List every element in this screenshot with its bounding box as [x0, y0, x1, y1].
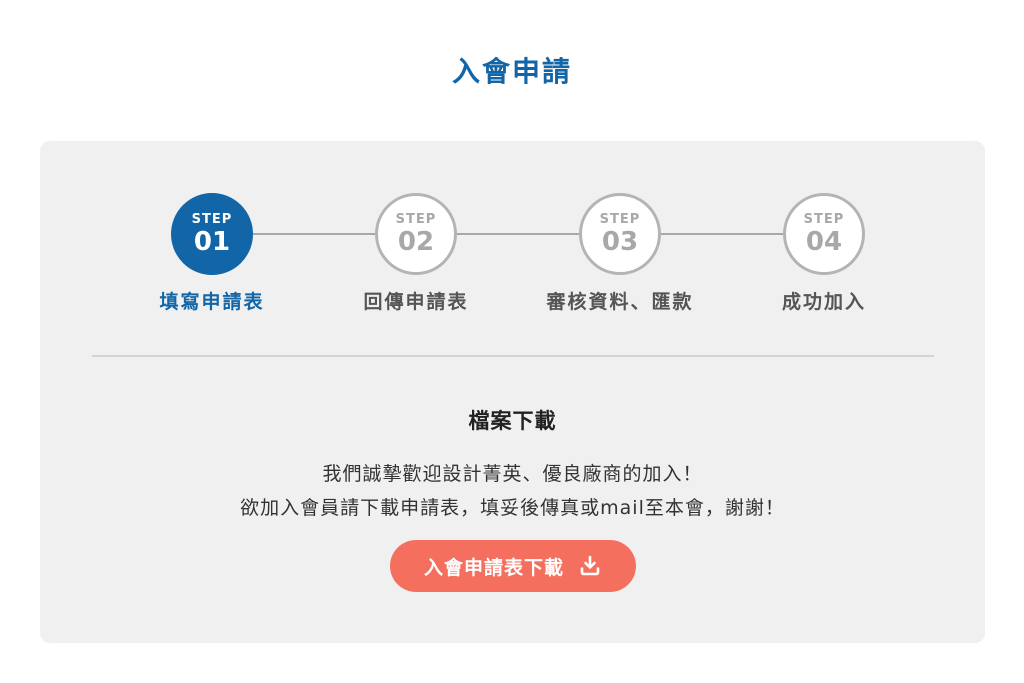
download-application-button[interactable]: 入會申請表下載 [390, 540, 636, 592]
step-progress: STEP 01 填寫申請表 STEP 02 回傳申請表 STEP 03 審核資料… [40, 141, 985, 321]
description-line-2: 欲加入會員請下載申請表，填妥後傳真或mail至本會，謝謝！ [240, 497, 785, 519]
download-icon [580, 555, 600, 576]
step-4-label: 成功加入 [781, 291, 866, 313]
step-1-label: 填寫申請表 [159, 291, 265, 313]
step-2-circle: STEP 02 [375, 193, 457, 275]
download-section-title: 檔案下載 [468, 409, 557, 433]
description-line-1: 我們誠摯歡迎設計菁英、優良廠商的加入！ [322, 463, 703, 485]
step-4-number: 04 [805, 226, 843, 257]
step-1: STEP 01 填寫申請表 [122, 193, 302, 314]
step-3: STEP 03 審核資料、匯款 [530, 193, 710, 314]
step-4-circle: STEP 04 [783, 193, 865, 275]
step-4-word: STEP [803, 211, 845, 227]
step-2-number: 02 [397, 226, 435, 257]
step-3-circle: STEP 03 [579, 193, 661, 275]
page-title: 入會申請 [451, 55, 572, 88]
download-button-label: 入會申請表下載 [423, 556, 564, 579]
step-2: STEP 02 回傳申請表 [326, 193, 506, 314]
application-panel: STEP 01 填寫申請表 STEP 02 回傳申請表 STEP 03 審核資料… [40, 141, 985, 643]
step-1-word: STEP [191, 211, 233, 227]
download-description: 我們誠摯歡迎設計菁英、優良廠商的加入！ 欲加入會員請下載申請表，填妥後傳真或ma… [40, 457, 985, 525]
step-3-word: STEP [599, 211, 641, 227]
step-1-number: 01 [193, 226, 231, 257]
step-4: STEP 04 成功加入 [734, 193, 914, 314]
step-3-label: 審核資料、匯款 [546, 291, 694, 313]
step-1-circle: STEP 01 [171, 193, 253, 275]
step-2-word: STEP [395, 211, 437, 227]
step-connector-line [212, 233, 824, 235]
step-2-label: 回傳申請表 [363, 291, 469, 313]
step-3-number: 03 [601, 226, 639, 257]
section-divider [92, 355, 934, 357]
